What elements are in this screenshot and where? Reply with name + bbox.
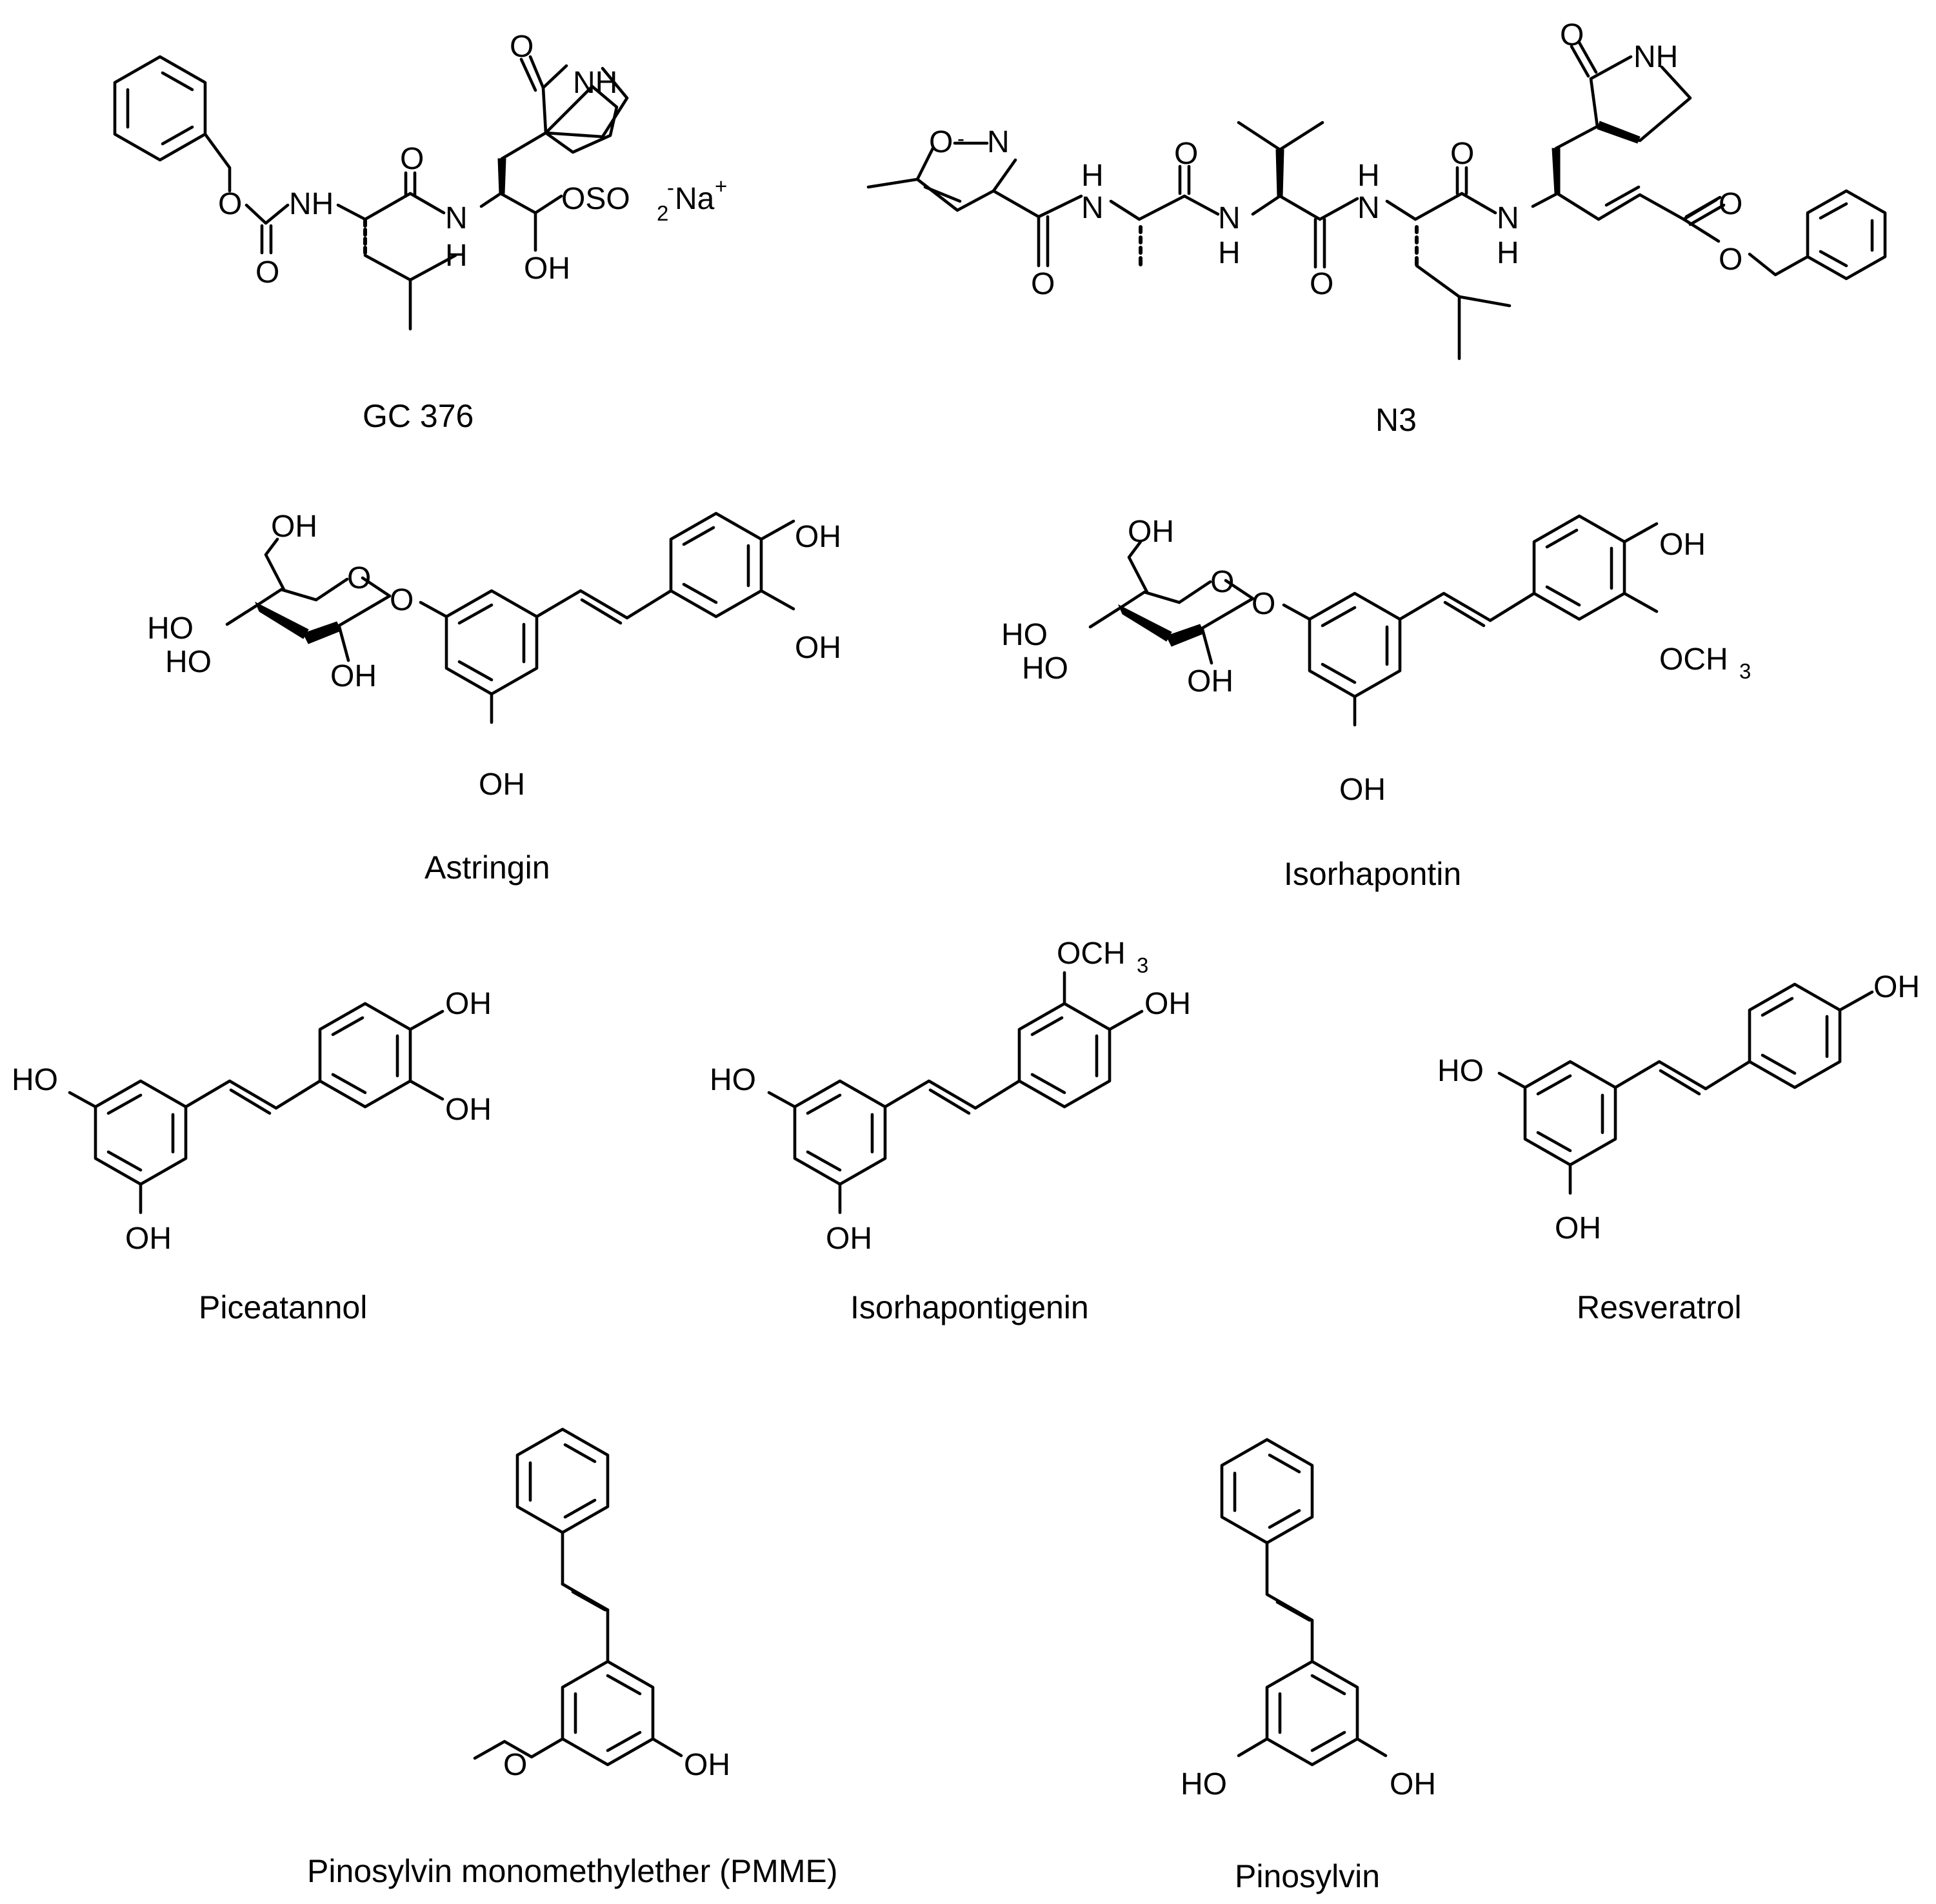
structure-isorhapontigenin	[767, 971, 1144, 1215]
isorhapontigenin-oh: OH	[1144, 987, 1191, 1021]
piceatannol-oh-b: OH	[445, 1093, 492, 1127]
gc376-nh-lactam: NH	[573, 66, 617, 100]
caption-astringin: Astringin	[424, 849, 550, 886]
n3-o3: O	[1310, 267, 1333, 301]
gc376-o-ester: O	[218, 187, 242, 221]
structure-gc376	[113, 55, 619, 331]
caption-gc376: GC 376	[363, 398, 474, 434]
astringin-oh-2: OH	[330, 659, 377, 693]
isorhapontin-oh-ring: OH	[1339, 773, 1386, 807]
gc376-o-lactam: O	[510, 30, 534, 64]
isorhapontin-o-glyco: O	[1252, 587, 1275, 621]
isorhapontin-oh: OH	[1659, 528, 1706, 562]
isorhapontigenin-sub3: 3	[1137, 953, 1148, 977]
pmme-oh: OH	[684, 1748, 730, 1782]
isorhapontin-och3: OCH	[1659, 642, 1728, 677]
isorhapontin-ho-3: HO	[1022, 651, 1068, 686]
n3-o-ester-carbonyl: O	[1719, 187, 1742, 221]
n3-o-ester: O	[1719, 243, 1742, 277]
gc376-oh: OH	[524, 252, 570, 286]
n3-nh-lactam: NH	[1633, 40, 1678, 74]
astringin-o-ring: O	[347, 561, 371, 595]
isorhapontigenin-ho: HO	[710, 1063, 756, 1097]
astringin-oh-ring: OH	[479, 768, 525, 802]
isorhapontin-oh-ch2: OH	[1128, 515, 1174, 549]
caption-piceatannol: Piceatannol	[199, 1289, 367, 1325]
caption-n3: N3	[1375, 402, 1417, 438]
astringin-oh-a: OH	[795, 520, 841, 554]
gc376-o-amide: O	[400, 142, 424, 176]
structure-resveratrol	[1497, 982, 1874, 1195]
n3-n-ring: N	[987, 125, 1010, 159]
isorhapontin-oh-2: OH	[1187, 664, 1233, 699]
n3-lactam	[1570, 41, 1692, 144]
isorhapontigenin-oh-bottom: OH	[826, 1222, 872, 1256]
gc376-oso2: OSO	[561, 182, 630, 216]
n3-h1: H	[1081, 159, 1104, 193]
pinosylvin-ho: HO	[1181, 1767, 1227, 1801]
gc376-o-carbonyl: O	[255, 255, 279, 290]
caption-isorhapontin: Isorhapontin	[1284, 856, 1461, 892]
astringin-oh-ch2: OH	[271, 510, 317, 544]
structure-astringin	[225, 511, 795, 724]
n3-o2: O	[1174, 137, 1198, 171]
caption-isorhapontigenin: Isorhapontigenin	[850, 1289, 1089, 1325]
n3-n3: N	[1357, 191, 1380, 225]
isorhapontin-ho-4: HO	[1001, 618, 1048, 652]
gc376-sub2: 2	[657, 201, 668, 225]
gc376-nh: NH	[289, 187, 334, 221]
resveratrol-ho: HO	[1437, 1054, 1484, 1088]
caption-pmme: Pinosylvin monomethylether (PMME)	[307, 1853, 838, 1889]
n3-h3: H	[1357, 159, 1380, 193]
isorhapontin-sub3: 3	[1739, 659, 1751, 683]
pmme-o-methoxy: O	[503, 1748, 527, 1782]
resveratrol-oh: OH	[1873, 970, 1920, 1004]
resveratrol-oh-bottom: OH	[1555, 1211, 1601, 1245]
structure-piceatannol	[68, 1002, 444, 1215]
astringin-ho-3: HO	[165, 645, 212, 679]
gc376-minus: -	[667, 175, 674, 199]
pinosylvin-oh: OH	[1390, 1767, 1436, 1801]
isorhapontin-o-ring: O	[1210, 565, 1234, 599]
astringin-o-glyco: O	[390, 583, 414, 617]
piceatannol-ho: HO	[12, 1063, 58, 1097]
n3-n1: N	[1081, 191, 1104, 225]
caption-resveratrol: Resveratrol	[1577, 1289, 1742, 1325]
piceatannol-oh-bottom: OH	[125, 1222, 172, 1256]
caption-pinosylvin: Pinosylvin	[1235, 1858, 1380, 1894]
n3-o1: O	[1031, 267, 1055, 301]
structure-isorhapontin	[1088, 514, 1659, 727]
gc376-plus: +	[715, 174, 727, 198]
gc376-h-amide: H	[445, 239, 468, 273]
n3-n2: N	[1218, 201, 1241, 235]
astringin-ho-4: HO	[147, 611, 194, 646]
n3-h4: H	[1497, 236, 1519, 270]
n3-o4: O	[1450, 137, 1474, 171]
n3-o-ring: O	[929, 125, 953, 159]
astringin-oh-b: OH	[795, 631, 841, 665]
n3-h2: H	[1218, 236, 1241, 270]
n3-n4: N	[1497, 201, 1519, 235]
piceatannol-oh-a: OH	[445, 987, 492, 1021]
gc376-n-amide: N	[445, 201, 468, 235]
structure-n3	[866, 121, 1887, 361]
gc376-na: Na	[675, 182, 715, 216]
n3-dash: -	[957, 126, 964, 150]
isorhapontigenin-och3: OCH	[1057, 937, 1126, 971]
n3-o-lactam: O	[1560, 18, 1584, 52]
